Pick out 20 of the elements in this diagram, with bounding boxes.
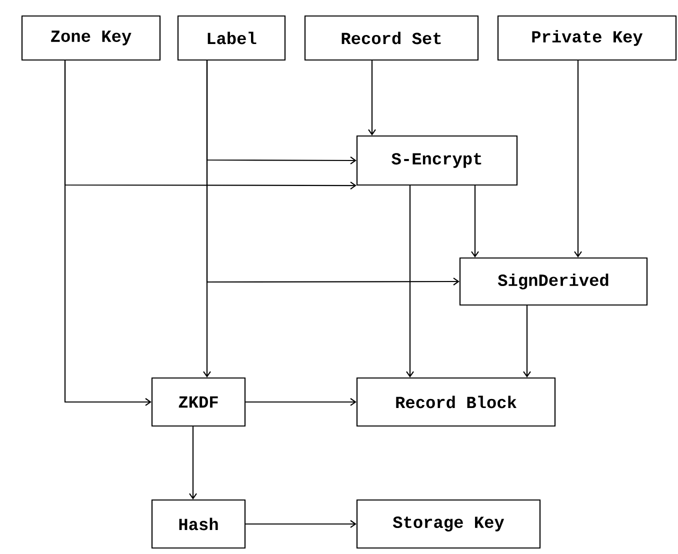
- process-box: S-Encrypt: [356, 135, 518, 186]
- process-box: SignDerived: [459, 257, 648, 306]
- process-box: Label: [177, 15, 286, 61]
- arrow: [574, 60, 582, 258]
- arrow: [246, 398, 356, 406]
- process-box: Record Block: [356, 377, 556, 427]
- arrow: [406, 186, 414, 378]
- process-box: Storage Key: [356, 499, 541, 549]
- process-box: Record Set: [304, 15, 479, 61]
- process-box: Hash: [151, 499, 246, 549]
- process-box: Zone Key: [21, 15, 161, 61]
- arrow: [368, 60, 376, 136]
- arrow: [64, 60, 152, 406]
- arrow: [246, 520, 356, 528]
- process-box: Private Key: [497, 15, 677, 61]
- arrow: [523, 306, 531, 378]
- arrow: [203, 60, 211, 378]
- process-box: ZKDF: [151, 377, 246, 427]
- arrow: [189, 426, 197, 500]
- arrow: [471, 186, 479, 258]
